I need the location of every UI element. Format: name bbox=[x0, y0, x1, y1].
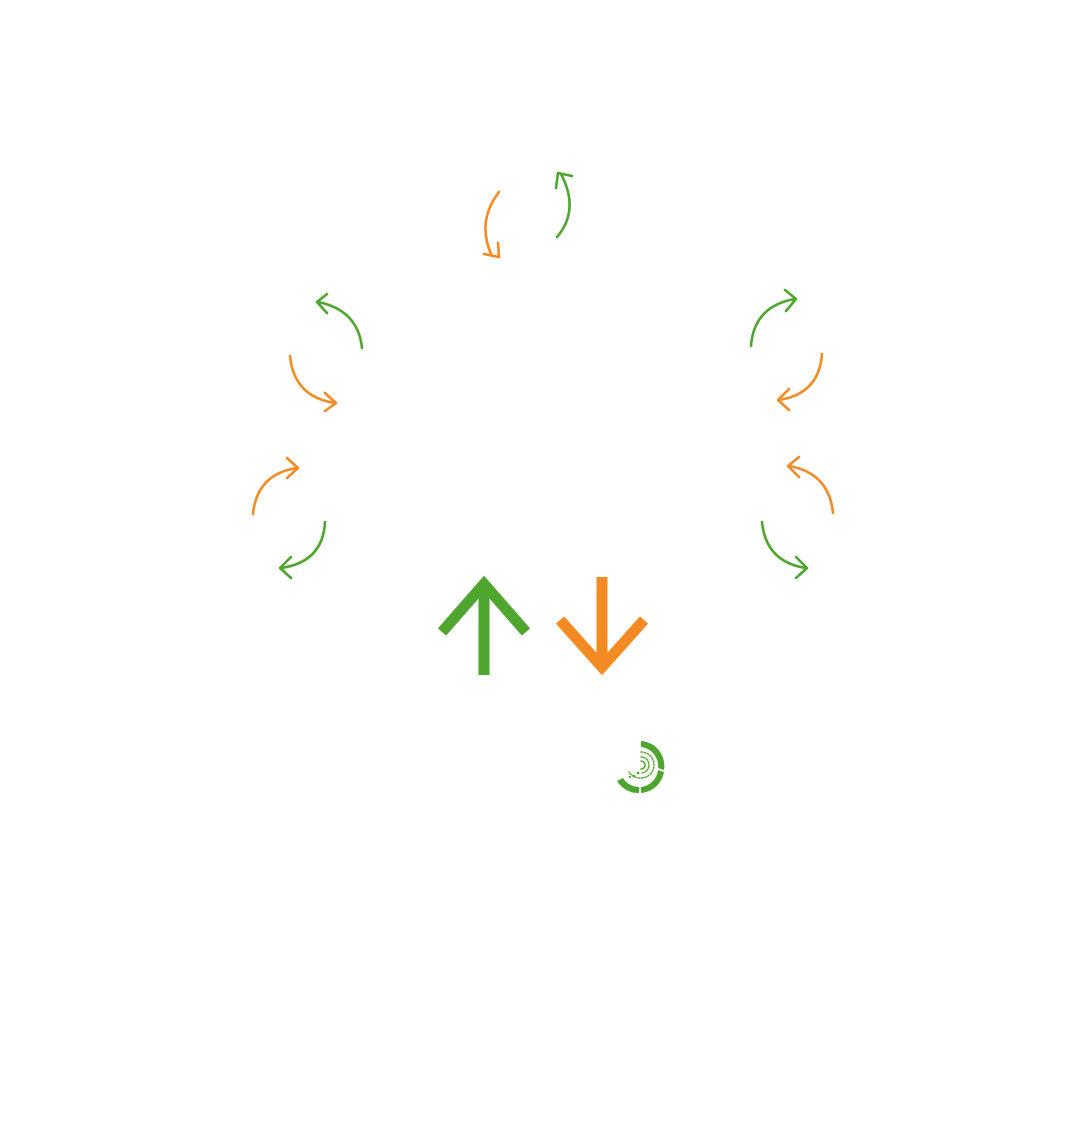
curved-arrow-right-icon bbox=[760, 520, 809, 580]
down-arrow-icon bbox=[555, 577, 649, 676]
left-upper-arrow-pair bbox=[288, 292, 364, 413]
spiral-logo-icon bbox=[617, 741, 665, 794]
curved-arrow-left-icon bbox=[278, 520, 327, 580]
center-arrow-pair bbox=[437, 575, 649, 676]
curved-arrow-left-icon bbox=[315, 292, 364, 350]
curved-arrow-right-icon bbox=[251, 456, 300, 516]
curved-arrow-down-icon bbox=[482, 190, 501, 259]
top-arrow-pair bbox=[482, 171, 574, 259]
up-arrow-icon bbox=[437, 575, 531, 675]
curved-arrow-right-icon bbox=[288, 354, 338, 413]
curved-arrow-left-icon bbox=[786, 455, 835, 515]
curved-arrow-right-icon bbox=[749, 288, 798, 348]
curved-arrow-left-icon bbox=[776, 352, 824, 412]
right-lower-arrow-pair bbox=[760, 455, 835, 580]
left-lower-arrow-pair bbox=[251, 456, 327, 580]
right-upper-arrow-pair bbox=[749, 288, 824, 412]
curved-arrow-up-icon bbox=[554, 171, 574, 239]
